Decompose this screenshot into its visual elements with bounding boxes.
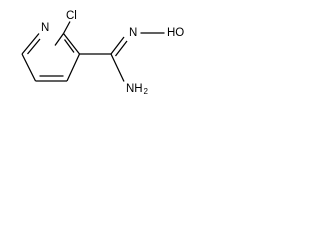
molecule-structure-diagram: Cl N N HO NH 2: [21, 10, 184, 96]
amine-subscript: 2: [144, 87, 149, 96]
ring-nitrogen-label: N: [41, 22, 49, 34]
bond-c2-cl: [62, 21, 71, 34]
amine-label: NH: [126, 83, 143, 95]
double-bond-c-n-imine: [110, 36, 125, 55]
bond-n1-c2: [54, 33, 65, 46]
imine-nitrogen-label: N: [129, 27, 137, 39]
double-bond-c2-c3-inner: [63, 39, 75, 53]
chlorine-label: Cl: [66, 10, 77, 22]
double-bond-c6-n1-inner: [27, 38, 41, 55]
hydroxyl-label: HO: [167, 27, 184, 39]
bond-c-nh2: [110, 53, 125, 82]
bond-c5-c6: [21, 53, 37, 82]
bond-c2-c3: [63, 33, 80, 55]
bond-c6-n1: [21, 33, 40, 55]
bond-c3-c4: [66, 53, 81, 82]
double-bond-c-n-imine-second: [115, 40, 128, 57]
